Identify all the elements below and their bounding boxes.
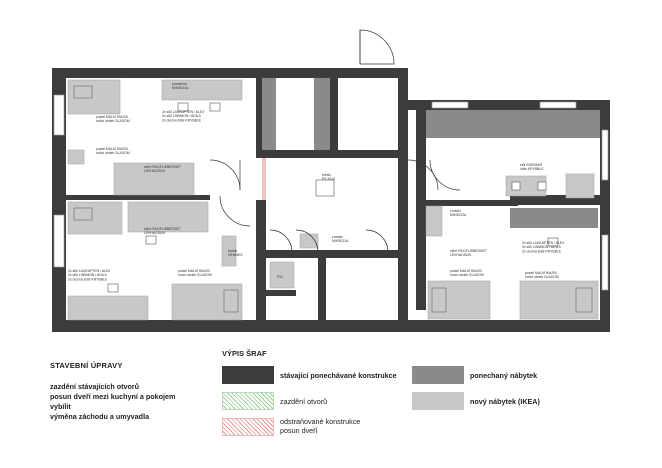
notes-item: zazdění stávajících otvorů	[50, 382, 140, 391]
wall-right-inner	[416, 100, 426, 310]
notes-item: posun dveří mezi kuchyní a pokojem	[50, 392, 176, 401]
construction-notes: STAVEBNÍ ÚPRAVY zazdění stávajících otvo…	[50, 361, 210, 422]
wall-right-outer	[600, 100, 610, 332]
wall-bath-top	[326, 250, 398, 258]
wall-right-lower	[398, 200, 408, 332]
wall-kitchen-bottom	[338, 150, 398, 158]
legend-swatch-new	[412, 392, 464, 410]
legend-label-removed: odstraňované konstrukce posun dveří	[280, 417, 361, 435]
legend-title: VÝPIS ŠRAF	[222, 349, 267, 358]
chairs	[107, 102, 559, 293]
bed-details	[73, 85, 593, 313]
wall-wc-inner	[266, 290, 296, 296]
wall-kitchen-right	[398, 68, 408, 200]
door-swings	[209, 29, 461, 253]
wall-kitchen-left	[330, 78, 338, 158]
note-wc: PG	[277, 274, 283, 279]
legend-label-existing: stávající ponechávané konstrukce	[280, 371, 397, 380]
notes-item: výměna záchodu a umyvadla	[50, 412, 150, 421]
wall-corridor-top	[262, 68, 338, 78]
wall-wc-right	[318, 250, 326, 330]
wall-corridor-left-upper	[256, 68, 266, 158]
legend-label-new: nový nábytek (IKEA)	[470, 397, 540, 406]
wall-bottom	[52, 320, 422, 332]
legend-swatch-fill	[222, 392, 274, 410]
wall-bottom-right	[408, 320, 610, 332]
windows	[53, 94, 609, 291]
wall-corridor-left-lower	[256, 200, 266, 332]
notes-item: vybílit	[50, 402, 71, 411]
wall-wc-top	[262, 250, 322, 258]
legend-label-fill: zazdění otvorů	[280, 397, 328, 406]
wall-top-left	[52, 68, 266, 78]
new-furniture	[67, 79, 599, 321]
wall-right-top	[398, 100, 610, 110]
removed-marks	[262, 158, 266, 200]
wall-kitchen-top	[330, 68, 408, 78]
notes-heading: STAVEBNÍ ÚPRAVY	[50, 361, 123, 370]
wall-right-room-top2	[510, 195, 600, 205]
legend-label-kept: ponechaný nábytek	[470, 371, 538, 380]
legend-swatch-removed	[222, 418, 274, 436]
kept-furniture	[262, 78, 600, 228]
wall-left-rooms-divider	[66, 195, 210, 200]
wall-right-room-top	[426, 200, 518, 206]
legend-swatch-kept	[412, 366, 464, 384]
wall-corridor-mid	[266, 150, 330, 158]
legend-swatch-existing	[222, 366, 274, 384]
